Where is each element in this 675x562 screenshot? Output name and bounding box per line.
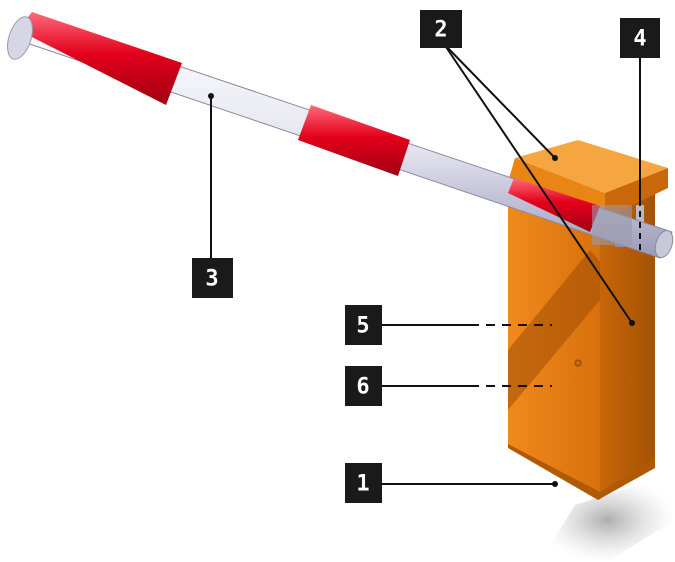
- callout-label: 1: [356, 472, 369, 497]
- boom-stripe: [18, 12, 182, 105]
- boom-stripe: [508, 178, 600, 232]
- callout-box: [420, 10, 462, 48]
- callout-3: 3: [192, 258, 233, 298]
- boom-pivot-cap: [654, 229, 674, 259]
- cabinet-lid: [515, 140, 668, 193]
- leader-dot: [629, 320, 635, 326]
- callout-label: 5: [356, 314, 369, 339]
- leader-dot: [208, 93, 214, 99]
- cabinet-lock: [574, 359, 582, 367]
- callout-label: 3: [205, 267, 218, 292]
- callout-label: 2: [434, 18, 447, 43]
- callout-6: 6: [345, 366, 382, 406]
- callout-label: 4: [633, 27, 646, 52]
- callout-2: 2: [420, 10, 462, 48]
- callout-box: [620, 18, 660, 58]
- callout-box: [345, 366, 382, 406]
- callout-box: [345, 463, 382, 503]
- callout-box: [345, 305, 382, 345]
- cabinet-shadow-band: [508, 250, 600, 410]
- callout-box: [192, 258, 233, 298]
- leader-lines: [210, 43, 641, 485]
- callout-4: 4: [620, 18, 660, 58]
- cabinet-side: [600, 185, 655, 492]
- boom-bracket: [592, 205, 632, 245]
- leader-line-2a: [443, 43, 556, 159]
- leader-dot: [552, 481, 558, 487]
- barrier-cabinet: [508, 140, 668, 500]
- callout-label: 6: [356, 375, 369, 400]
- leader-line-2b: [443, 43, 633, 324]
- leader-dot: [552, 155, 558, 161]
- boom-end-cap: [7, 16, 33, 60]
- callout-5: 5: [345, 305, 382, 345]
- cabinet-base: [508, 440, 655, 500]
- ground-shadow: [540, 478, 675, 562]
- callout-1: 1: [345, 463, 382, 503]
- boom-stripe: [298, 105, 410, 176]
- barrier-boom: [7, 12, 674, 259]
